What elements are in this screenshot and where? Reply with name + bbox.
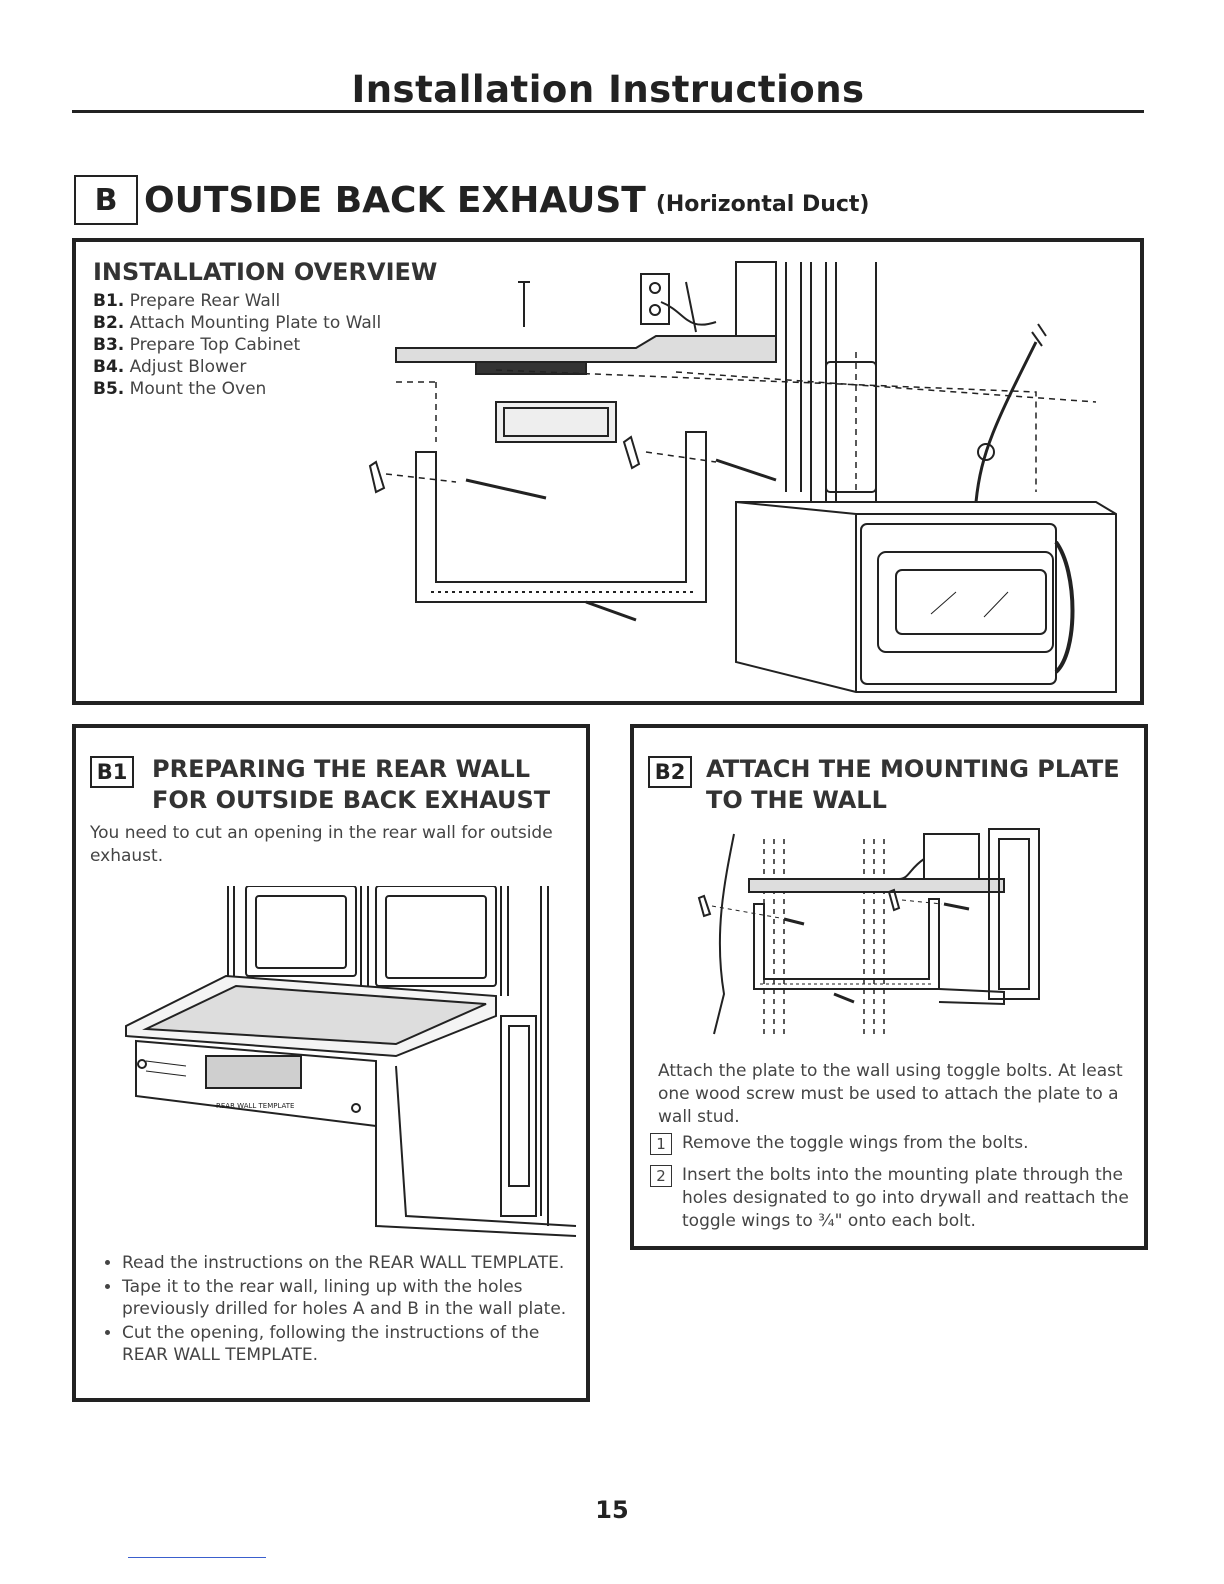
title-rule [72, 110, 1144, 113]
bullet-item: Read the instructions on the REAR WALL T… [122, 1252, 582, 1274]
step-b2-panel: B2 ATTACH THE MOUNTING PLATE TO THE WALL [630, 724, 1148, 1250]
footer-line [128, 1557, 266, 1558]
step-b2-substep: 1 Remove the toggle wings from the bolts… [650, 1132, 1130, 1155]
page-number: 15 [595, 1496, 629, 1524]
step-b2-header: B2 ATTACH THE MOUNTING PLATE TO THE WALL [648, 754, 1120, 816]
installation-overview-panel: INSTALLATION OVERVIEW B1. Prepare Rear W… [72, 238, 1144, 705]
overview-step: B1. Prepare Rear Wall [93, 291, 281, 311]
overview-illustration [368, 261, 1117, 693]
step-b2-badge: B2 [648, 756, 692, 788]
b2-illustration [697, 828, 1040, 1035]
bullet-item: Tape it to the rear wall, lining up with… [122, 1276, 582, 1320]
overview-step: B5. Mount the Oven [93, 379, 267, 399]
step-b1-bullets: Read the instructions on the REAR WALL T… [104, 1252, 582, 1368]
step-b1-title: PREPARING THE REAR WALL FOR OUTSIDE BACK… [152, 755, 551, 814]
overview-step: B3. Prepare Top Cabinet [93, 335, 301, 355]
step-b2-title: ATTACH THE MOUNTING PLATE TO THE WALL [706, 755, 1120, 814]
step-b1-intro: You need to cut an opening in the rear w… [90, 823, 553, 866]
bullet-item: Cut the opening, following the instructi… [122, 1322, 582, 1366]
overview-step: B2. Attach Mounting Plate to Wall [93, 313, 382, 333]
section-letter: B [74, 175, 138, 225]
section-title: OUTSIDE BACK EXHAUST [144, 179, 646, 221]
svg-text:REAR WALL TEMPLATE: REAR WALL TEMPLATE [216, 1102, 294, 1110]
page-title: Installation Instructions [351, 68, 865, 111]
step-b2-substep: 2 Insert the bolts into the mounting pla… [650, 1164, 1130, 1233]
step-b1-panel: B1 PREPARING THE REAR WALL FOR OUTSIDE B… [72, 724, 590, 1402]
substep-number: 1 [650, 1133, 672, 1155]
step-b1-header: B1 PREPARING THE REAR WALL FOR OUTSIDE B… [90, 754, 550, 816]
b1-illustration: REAR WALL TEMPLATE [125, 886, 577, 1237]
section-header: B OUTSIDE BACK EXHAUST (Horizontal Duct) [74, 175, 870, 225]
overview-title: INSTALLATION OVERVIEW [93, 258, 438, 286]
step-b1-badge: B1 [90, 756, 134, 788]
substep-text: Insert the bolts into the mounting plate… [682, 1165, 1129, 1231]
overview-step: B4. Adjust Blower [93, 357, 247, 377]
step-b2-intro: Attach the plate to the wall using toggl… [658, 1061, 1123, 1127]
overview-step-list: B1. Prepare Rear Wall B2. Attach Mountin… [93, 290, 381, 400]
substep-text: Remove the toggle wings from the bolts. [682, 1133, 1029, 1153]
substep-number: 2 [650, 1165, 672, 1187]
section-subtitle: (Horizontal Duct) [655, 191, 870, 217]
